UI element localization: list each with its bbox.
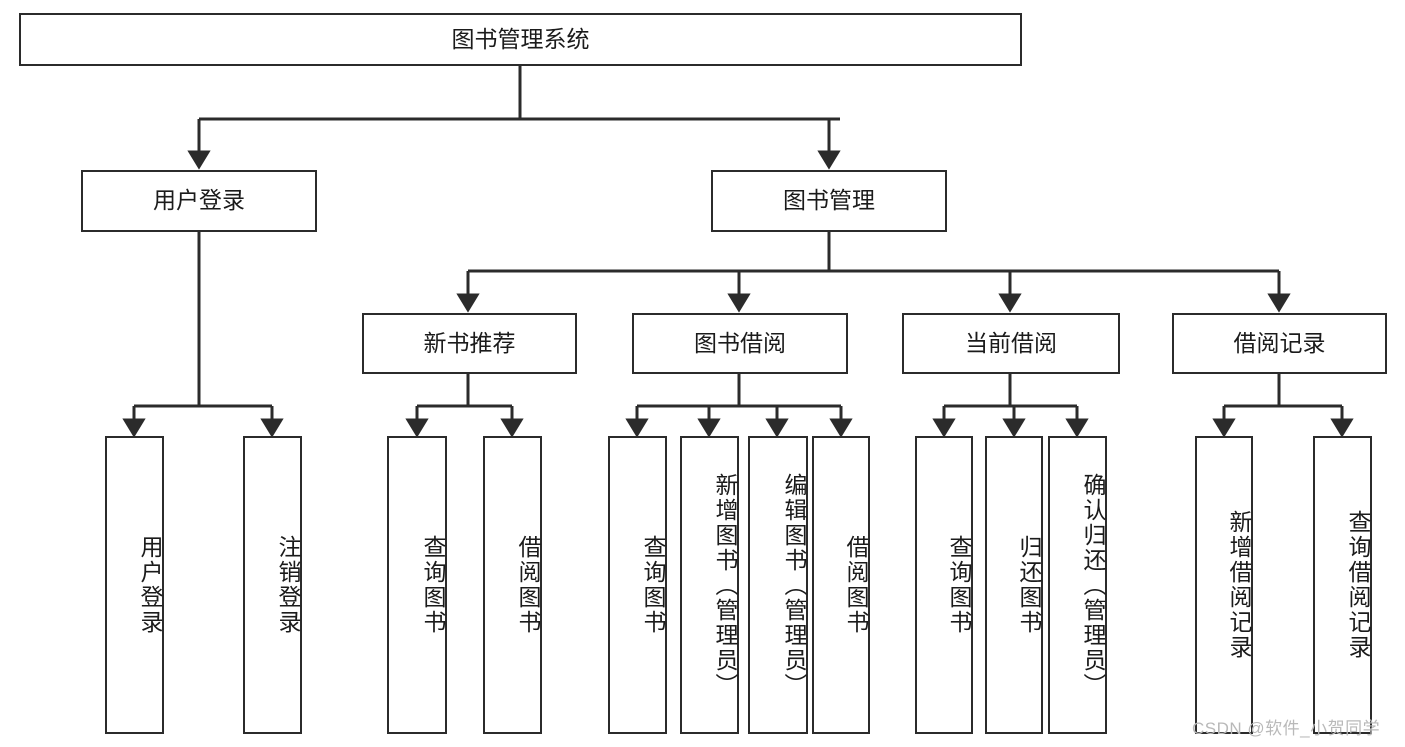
node-leaf-user-login[interactable]: 用户登录 [105,436,164,734]
node-label: 用户登录 [153,187,245,214]
node-label: 注销登录 [275,535,301,635]
node-label: 归还图书 [1016,535,1042,635]
node-leaf-return-book[interactable]: 归还图书 [985,436,1043,734]
node-leaf-add-book[interactable]: 新增图书（管理员） [680,436,739,734]
edge-currentborrow-to-leaves [932,374,1089,438]
edge-bookmanage-to-level2 [456,232,1291,313]
node-leaf-logout[interactable]: 注销登录 [243,436,302,734]
node-label: 新书推荐 [423,329,516,356]
node-leaf-borrow-book-1[interactable]: 借阅图书 [483,436,542,734]
node-leaf-query-book-3[interactable]: 查询图书 [915,436,973,734]
node-label: 当前借阅 [965,329,1057,356]
node-label: 图书借阅 [694,329,786,356]
edge-bookborrow-to-leaves [625,374,853,438]
edge-borrowrecord-to-leaves [1212,374,1354,438]
node-leaf-query-record[interactable]: 查询借阅记录 [1313,436,1372,734]
node-borrow-record[interactable]: 借阅记录 [1172,313,1387,374]
csdn-watermark: CSDN @软件_小贺同学 [1192,719,1381,738]
node-label: 图书管理系统 [451,25,590,52]
node-leaf-borrow-book-2[interactable]: 借阅图书 [812,436,870,734]
node-leaf-query-book-1[interactable]: 查询图书 [387,436,447,734]
node-user-login[interactable]: 用户登录 [81,170,317,232]
node-leaf-query-book-2[interactable]: 查询图书 [608,436,667,734]
node-root-system[interactable]: 图书管理系统 [19,13,1022,66]
node-label: 查询图书 [640,535,666,635]
node-label: 用户登录 [137,535,163,635]
node-label: 借阅图书 [515,535,541,635]
edge-userlogin-to-leaves [122,232,284,438]
node-book-manage[interactable]: 图书管理 [711,170,947,232]
node-label: 借阅图书 [843,535,869,635]
edge-newbook-to-leaves [405,374,524,438]
node-current-borrow[interactable]: 当前借阅 [902,313,1120,374]
node-label: 查询图书 [946,535,972,635]
node-label: 新增图书（管理员） [712,472,738,698]
node-label: 编辑图书（管理员） [781,472,807,698]
node-leaf-add-record[interactable]: 新增借阅记录 [1195,436,1253,734]
node-label: 借阅记录 [1233,329,1326,356]
node-leaf-edit-book[interactable]: 编辑图书（管理员） [748,436,808,734]
node-label: 新增借阅记录 [1226,510,1252,660]
node-label: 确认归还（管理员） [1080,472,1106,698]
node-leaf-confirm-return[interactable]: 确认归还（管理员） [1048,436,1107,734]
node-label: 查询借阅记录 [1345,510,1371,660]
node-label: 图书管理 [783,187,875,214]
node-new-book-recommend[interactable]: 新书推荐 [362,313,577,374]
edge-root-to-level1 [187,66,841,170]
node-label: 查询图书 [420,535,446,635]
node-book-borrow[interactable]: 图书借阅 [632,313,848,374]
